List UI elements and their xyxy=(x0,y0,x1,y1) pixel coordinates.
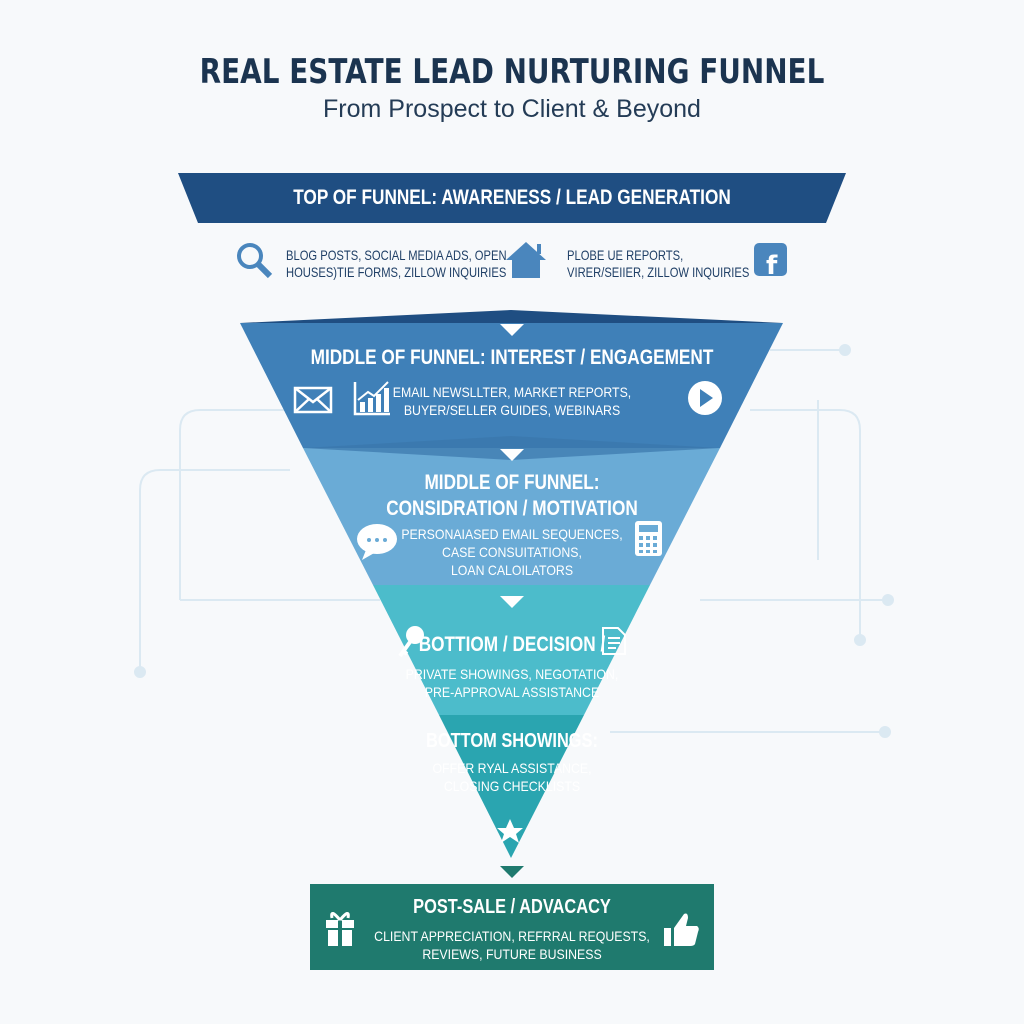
top-banner xyxy=(178,173,846,223)
thumbs-up-icon xyxy=(664,913,699,946)
band-interest xyxy=(240,323,783,448)
post-sale-box xyxy=(310,884,714,970)
search-icon xyxy=(237,243,273,279)
page-title: REAL ESTATE LEAD NURTURING FUNNEL xyxy=(199,52,825,92)
consideration-stage-title: MIDDLE OF FUNNEL:CONSIDRATION / MOTIVATI… xyxy=(386,471,638,520)
star-icon xyxy=(497,819,523,843)
calculator-icon xyxy=(635,521,662,556)
home-icon xyxy=(506,242,546,278)
key-icon xyxy=(398,626,424,658)
band-decision xyxy=(373,585,650,715)
facebook-icon xyxy=(754,243,787,276)
band-consideration xyxy=(303,448,720,585)
showings-stage-title: BOTTOM SHOWINGS: xyxy=(426,730,598,752)
background-circuit-lines xyxy=(134,344,894,738)
decision-stage-title: BOTTIOM / DECISION / xyxy=(418,633,606,656)
top-stage-title: TOP OF FUNNEL: AWARENESS / LEAD GENERATI… xyxy=(293,186,731,209)
interest-stage-text: EMAIL NEWSLLTER, MARKET REPORTS,BUYER/SE… xyxy=(392,384,632,418)
down-arrow-icon xyxy=(500,866,524,878)
chart-icon xyxy=(353,381,390,416)
chat-icon xyxy=(357,524,397,560)
top-stage-text-right: PLOBE UE REPORTS,VIRER/SEIIER, ZILLOW IN… xyxy=(567,247,750,280)
svg-text:f: f xyxy=(766,251,778,281)
gift-icon xyxy=(326,912,354,946)
page-subtitle: From Prospect to Client & Beyond xyxy=(323,95,701,123)
play-icon xyxy=(688,381,722,415)
band-showings xyxy=(439,715,584,858)
document-icon xyxy=(602,627,626,655)
interest-stage-title: MIDDLE OF FUNNEL: INTEREST / ENGAGEMENT xyxy=(310,346,714,369)
showings-stage-text: OFFER RYAL ASSISTANCE,CLOSING CHECKLISTS xyxy=(432,760,592,794)
down-arrow-icons xyxy=(500,324,524,608)
consideration-stage-text: PERSONAIASED EMAIL SEQUENCES,CASE CONSUI… xyxy=(401,526,623,578)
email-icon xyxy=(293,386,333,414)
post-sale-title: POST-SALE / ADVACACY xyxy=(413,896,611,918)
decision-stage-text: PRIVATE SHOWINGS, NEGOTATION,PRE-APPROVA… xyxy=(405,666,619,700)
post-sale-text: CLIENT APPRECIATION, REFRRAL REQUESTS,RE… xyxy=(374,928,650,962)
